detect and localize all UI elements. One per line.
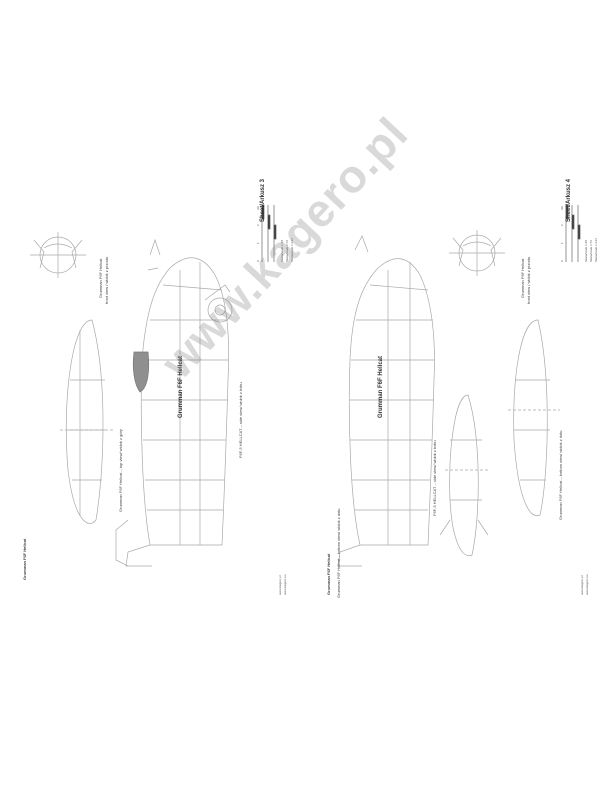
sheet4-title: Grumman F6F Hellcat — [378, 355, 384, 418]
sheet4-front-caption-1: Grumman F6F Hellcat — [520, 258, 525, 298]
sheet4-scale-bars — [565, 204, 581, 262]
sheet3-sheet-label: Sheet/Arkusz 3 — [260, 178, 266, 222]
sheet4-bottom-caption-left: Grumman F6F Hellcat – bottom view/ widok… — [336, 508, 341, 598]
sheet4-logo-text: Grumman F6F Hellcat — [326, 553, 331, 595]
sheet4-footer-url: www.kagero.pl — [580, 575, 584, 595]
sheet3-scale-tick-2: 2 — [256, 224, 260, 226]
sheet4-scale-label-1: Skala/scale 1:48 — [584, 239, 588, 262]
sheet3-logo-text: Grumman F6F Hellcat — [22, 538, 27, 580]
sheet3-front-caption-1: Grumman F6F Hellcat — [98, 258, 103, 298]
sheet4-scale-label-2: Skala/scale 1:72 — [589, 239, 593, 262]
sheet3-scale-tick-3: 3m — [256, 205, 260, 210]
sheet3-cockpit-shade — [132, 351, 150, 393]
sheet4-side-caption: F6F-5 HELLCAT – side view/ widok z boku — [432, 440, 437, 516]
sheet3-side-view — [115, 238, 233, 567]
sheet4-wing-view-right — [508, 319, 560, 517]
sheet3-wing-top-view — [60, 319, 115, 524]
sheet3-footer-url: www.kagero.pl — [278, 575, 282, 595]
sheet4-scale-label-3: Skala/scale 1:144 — [594, 238, 598, 262]
sheet3-scale-bars — [261, 204, 277, 262]
sheet4-footer-url-2: www.kagero.eu — [585, 574, 589, 595]
sheet4-wing-view-left — [439, 394, 490, 557]
sheet4-sheet-label: Sheet/Arkusz 4 — [566, 178, 572, 222]
sheet4-scale-tick-0: 0 — [560, 260, 564, 262]
sheet3-side-caption: F6F-5 HELLCAT – side view/ widok z boku — [238, 382, 243, 458]
sheet4-bottom-caption-right: Grumman F6F Hellcat – bottom view/ widok… — [558, 430, 563, 520]
sheet4-side-view — [337, 235, 435, 567]
sheet4-scale-tick-2: 2 — [560, 224, 564, 226]
sheet4-scale-tick-1: 1 — [560, 242, 564, 244]
sheet3-front-caption-2: front view / widok z przodu — [104, 256, 109, 304]
sheet4-scale-tick-3: 3m — [560, 205, 564, 210]
sheet3-front-view — [30, 232, 86, 278]
sheet3-footer-url-2: www.kagero.eu — [283, 574, 287, 595]
sheet3-top-caption: Grumman F6F Hellcat – top view/ widok z … — [118, 429, 123, 512]
sheet4-front-view — [449, 230, 505, 276]
sheet4-front-caption-2: front view / widok z przodu — [526, 256, 531, 304]
